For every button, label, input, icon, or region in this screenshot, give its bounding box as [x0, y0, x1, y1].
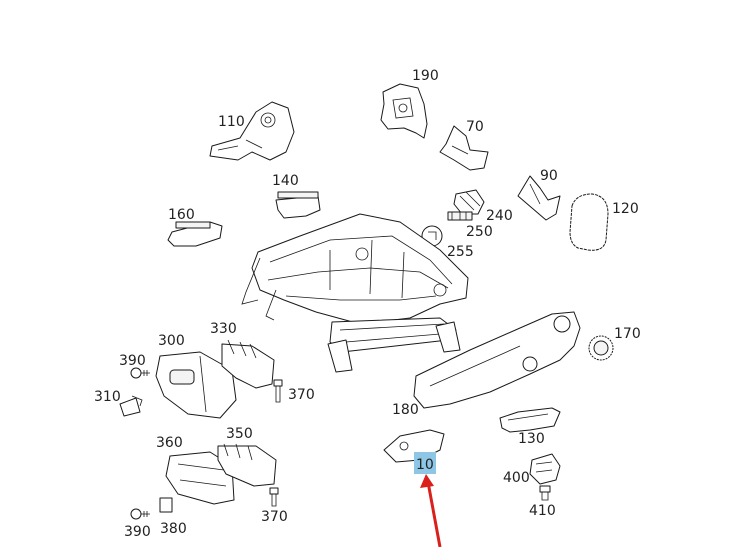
label-140[interactable]: 140: [272, 173, 299, 189]
highlight-box: [414, 452, 436, 474]
part-350-drawing[interactable]: [217, 443, 277, 487]
label-300[interactable]: 300: [158, 333, 185, 349]
part-410-drawing[interactable]: [539, 485, 551, 501]
part-370b-drawing[interactable]: [269, 487, 279, 507]
part-360-drawing[interactable]: [165, 451, 235, 505]
label-380[interactable]: 380: [160, 521, 187, 537]
label-390-lower[interactable]: 390: [124, 524, 151, 540]
part-390b-drawing[interactable]: [130, 508, 150, 520]
part-380-drawing[interactable]: [159, 497, 173, 513]
label-370-lower[interactable]: 370: [261, 509, 288, 525]
part-370a-drawing[interactable]: [273, 379, 283, 403]
label-255[interactable]: 255: [447, 244, 474, 260]
label-350[interactable]: 350: [226, 426, 253, 442]
part-390a-drawing[interactable]: [130, 367, 150, 379]
pointer-arrow: [420, 474, 442, 547]
label-410[interactable]: 410: [529, 503, 556, 519]
label-330[interactable]: 330: [210, 321, 237, 337]
label-360[interactable]: 360: [156, 435, 183, 451]
part-130-drawing[interactable]: [499, 407, 561, 433]
label-190[interactable]: 190: [412, 68, 439, 84]
label-130[interactable]: 130: [518, 431, 545, 447]
part-240-drawing[interactable]: [453, 189, 485, 215]
label-400[interactable]: 400: [503, 470, 530, 486]
seat-frame-drawing[interactable]: [241, 213, 469, 373]
label-240[interactable]: 240: [486, 208, 513, 224]
label-10[interactable]: 10: [416, 457, 434, 473]
part-160-drawing[interactable]: [167, 221, 223, 247]
label-390-upper[interactable]: 390: [119, 353, 146, 369]
label-370-upper[interactable]: 370: [288, 387, 315, 403]
part-300-drawing[interactable]: [155, 351, 237, 419]
part-70-drawing[interactable]: [439, 125, 489, 171]
part-170-drawing[interactable]: [588, 335, 614, 361]
label-110[interactable]: 110: [218, 114, 245, 130]
part-120-drawing[interactable]: [569, 193, 609, 251]
part-180-panel-drawing[interactable]: [413, 311, 581, 409]
part-110-drawing[interactable]: [209, 101, 295, 161]
label-180[interactable]: 180: [392, 402, 419, 418]
label-250[interactable]: 250: [466, 224, 493, 240]
part-310-drawing[interactable]: [119, 395, 143, 417]
label-160[interactable]: 160: [168, 207, 195, 223]
part-190-drawing[interactable]: [380, 83, 428, 139]
label-70[interactable]: 70: [466, 119, 484, 135]
label-90[interactable]: 90: [540, 168, 558, 184]
part-330-drawing[interactable]: [221, 339, 275, 389]
label-170[interactable]: 170: [614, 326, 641, 342]
part-90-drawing[interactable]: [517, 175, 561, 221]
part-250-drawing[interactable]: [447, 211, 473, 221]
label-120[interactable]: 120: [612, 201, 639, 217]
part-140-drawing[interactable]: [275, 191, 321, 219]
part-400-drawing[interactable]: [529, 453, 561, 485]
label-310[interactable]: 310: [94, 389, 121, 405]
